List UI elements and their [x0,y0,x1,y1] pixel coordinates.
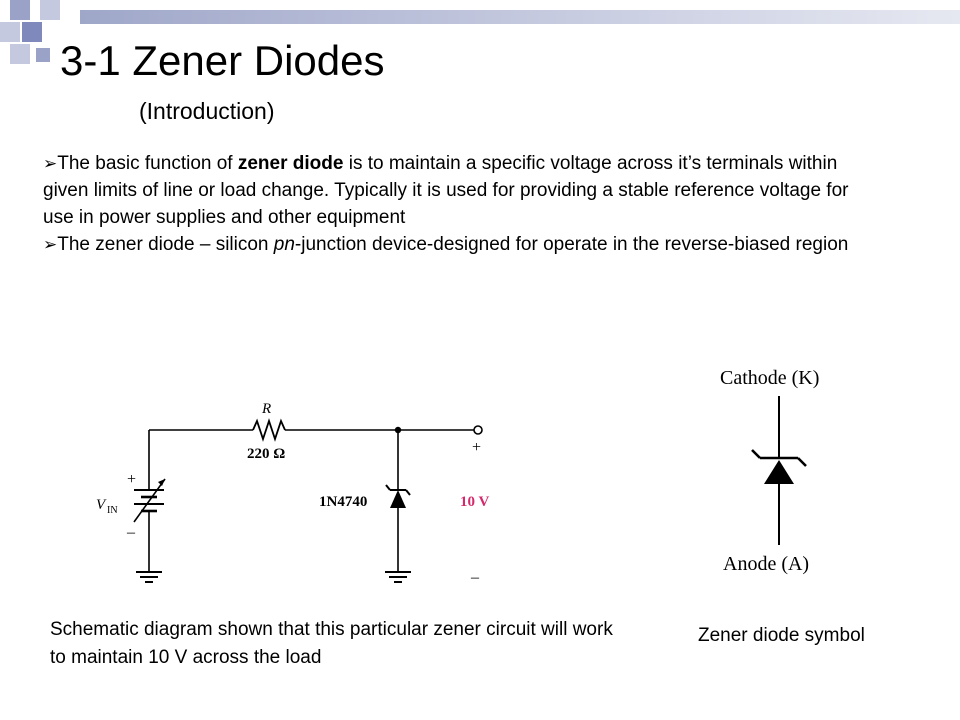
cathode-label: Cathode (K) [720,367,819,389]
bullet-item: ➢The zener diode – silicon pn-junction d… [43,234,849,255]
arrow-bullet-icon: ➢ [43,235,58,254]
slide-title: 3-1 Zener Diodes [60,37,385,84]
bullet-list: ➢The basic function of zener diode is to… [43,150,873,258]
source-plus: + [127,471,136,488]
corner-square-3 [0,22,20,42]
source-subscript: IN [107,505,118,516]
anode-label: Anode (A) [723,553,809,575]
output-minus: – [470,569,480,586]
diode-part-label: 1N4740 [319,494,367,510]
corner-square-2 [40,0,60,20]
resistor-label: R [261,401,271,417]
symbol-caption: Zener diode symbol [698,625,865,646]
source-label: V [96,497,107,513]
resistor-value: 220 Ω [247,446,285,462]
corner-square-5 [10,44,30,64]
corner-square-6 [36,48,50,62]
corner-square-1 [10,0,30,20]
schematic-caption: Schematic diagram shown that this partic… [50,619,613,668]
corner-square-4 [22,22,42,42]
bullet-item: ➢The basic function of zener diode is to… [43,153,849,228]
output-plus: + [472,439,481,456]
arrow-bullet-icon: ➢ [43,154,58,173]
output-voltage-label: 10 V [460,494,489,510]
title-decor-bar [80,10,960,24]
slide-subtitle: (Introduction) [139,98,275,124]
source-minus: – [126,524,136,541]
